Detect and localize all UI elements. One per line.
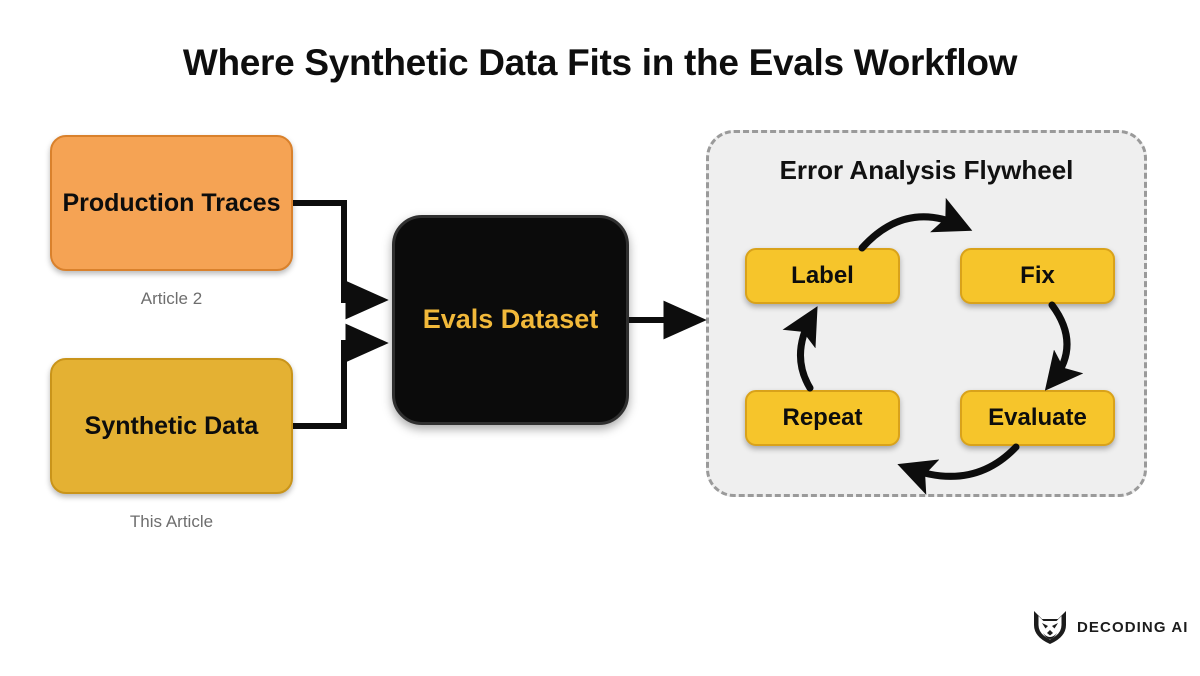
fox-head-icon — [1034, 611, 1066, 644]
caption-production-traces: Article 2 — [140, 289, 203, 308]
flywheel-node-repeat-text: Repeat — [782, 404, 863, 431]
flywheel-node-fix[interactable]: Fix — [960, 248, 1115, 304]
flywheel-node-label-text: Label — [791, 262, 854, 289]
flywheel-node-fix-text: Fix — [1020, 262, 1055, 289]
brand-logo: DECODING AI — [1030, 608, 1189, 646]
page-title: Where Synthetic Data Fits in the Evals W… — [182, 42, 1018, 83]
flywheel-node-label[interactable]: Label — [745, 248, 900, 304]
brand-logo-text: DECODING AI — [1077, 618, 1189, 636]
node-evals-dataset[interactable]: Evals Dataset — [392, 215, 629, 425]
node-synthetic-data-label: Synthetic Data — [84, 412, 259, 440]
node-evals-dataset-label: Evals Dataset — [422, 304, 599, 335]
flywheel-node-repeat[interactable]: Repeat — [745, 390, 900, 446]
flywheel-title: Error Analysis Flywheel — [779, 155, 1074, 185]
caption-synthetic-data: This Article — [129, 512, 214, 531]
edge-synthetic-data-to-evals — [293, 323, 389, 429]
flywheel-node-evaluate[interactable]: Evaluate — [960, 390, 1115, 446]
node-synthetic-data[interactable]: Synthetic Data — [50, 358, 293, 494]
node-production-traces[interactable]: Production Traces — [50, 135, 293, 271]
node-production-traces-label: Production Traces — [62, 189, 281, 217]
edge-production-traces-to-evals — [293, 200, 389, 320]
flywheel-node-evaluate-text: Evaluate — [988, 404, 1087, 431]
